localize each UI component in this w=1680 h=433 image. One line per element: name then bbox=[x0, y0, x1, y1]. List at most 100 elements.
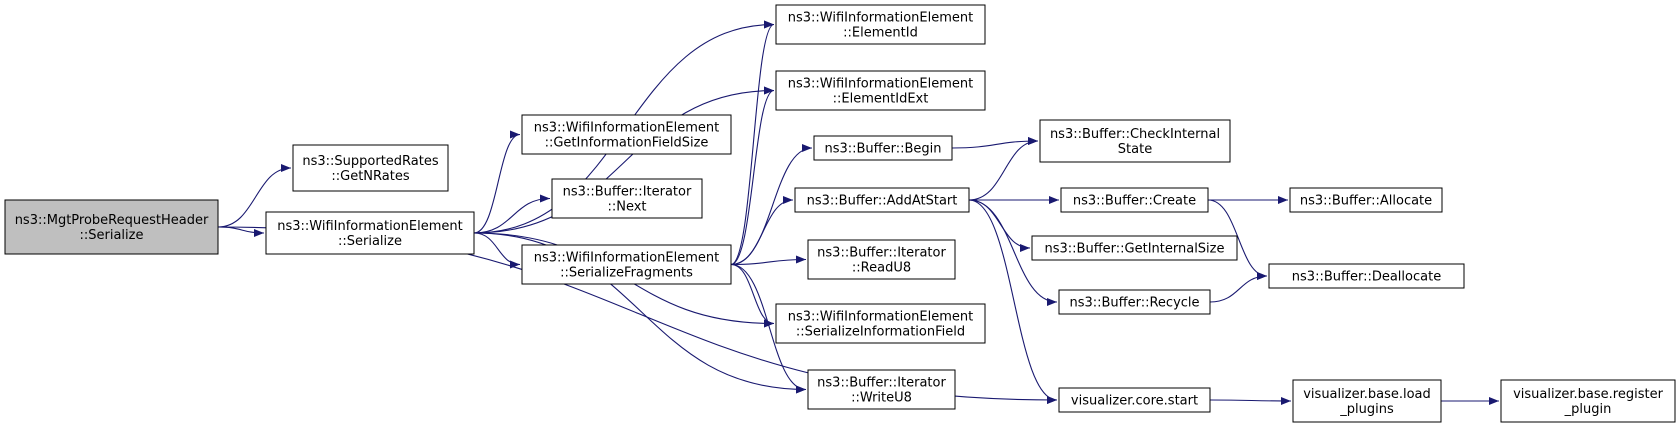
node-label-line: ::Next bbox=[607, 200, 646, 215]
node-iter_writeu8[interactable]: ns3::Buffer::Iterator::WriteU8 bbox=[807, 369, 956, 410]
edge-wie_serialize-to-wie_serializefragments bbox=[473, 232, 521, 269]
node-box bbox=[775, 4, 986, 45]
node-label-line: _plugins bbox=[1339, 402, 1394, 417]
node-buffer_begin[interactable]: ns3::Buffer::Begin bbox=[813, 135, 953, 161]
node-box bbox=[521, 244, 732, 285]
node-wie_serializeinfofield[interactable]: ns3::WifiInformationElement::SerializeIn… bbox=[775, 303, 986, 344]
node-label-line: ns3::Buffer::Begin bbox=[824, 142, 941, 157]
node-box bbox=[551, 178, 703, 219]
node-label-line: ::Serialize bbox=[80, 228, 144, 243]
edge-buffer_recycle-to-buffer_deallocate bbox=[1209, 272, 1268, 303]
node-buffer_allocate[interactable]: ns3::Buffer::Allocate bbox=[1289, 187, 1443, 213]
node-viz_core_start[interactable]: visualizer.core.start bbox=[1058, 387, 1211, 413]
node-wie_serialize[interactable]: ns3::WifiInformationElement::Serialize bbox=[265, 211, 475, 255]
node-label-line: ns3::Buffer::AddAtStart bbox=[807, 194, 958, 209]
node-box bbox=[521, 114, 732, 155]
node-box bbox=[1058, 387, 1211, 413]
node-box bbox=[1289, 187, 1443, 213]
node-box bbox=[775, 303, 986, 344]
edge-wie_serialize-to-iter_next bbox=[473, 194, 551, 234]
node-box bbox=[1500, 379, 1676, 423]
node-box bbox=[813, 135, 953, 161]
node-label-line: ns3::Buffer::Iterator bbox=[563, 185, 692, 200]
node-buffer_addatstart[interactable]: ns3::Buffer::AddAtStart bbox=[794, 187, 970, 213]
edge-buffer_addatstart-to-buffer_getinternalsize bbox=[968, 199, 1031, 252]
node-box bbox=[1039, 119, 1231, 163]
node-box bbox=[1268, 263, 1465, 289]
edge-buffer_addatstart-to-buffer_checkinternal bbox=[968, 137, 1039, 201]
edge-buffer_begin-to-buffer_checkinternal bbox=[951, 137, 1039, 149]
node-wie_serializefragments[interactable]: ns3::WifiInformationElement::SerializeFr… bbox=[521, 244, 732, 285]
node-label-line: ns3::WifiInformationElement bbox=[788, 310, 974, 325]
node-buffer_deallocate[interactable]: ns3::Buffer::Deallocate bbox=[1268, 263, 1465, 289]
edge-wie_serialize-to-wie_elementidext bbox=[473, 86, 775, 234]
node-box bbox=[1031, 235, 1238, 261]
node-label-line: ns3::SupportedRates bbox=[302, 154, 438, 169]
node-mgt_serialize[interactable]: ns3::MgtProbeRequestHeader::Serialize bbox=[4, 199, 219, 255]
node-label-line: visualizer.base.register bbox=[1513, 387, 1664, 402]
node-iter_readu8[interactable]: ns3::Buffer::Iterator::ReadU8 bbox=[807, 239, 956, 280]
node-label-line: ns3::Buffer::Deallocate bbox=[1292, 270, 1441, 285]
edge-wie_serializefragments-to-iter_writeu8 bbox=[730, 263, 807, 394]
node-iter_next[interactable]: ns3::Buffer::Iterator::Next bbox=[551, 178, 703, 219]
edge-wie_serializefragments-to-wie_serializeinfofield bbox=[730, 263, 775, 328]
node-box bbox=[4, 199, 219, 255]
node-wie_getinfofieldsize[interactable]: ns3::WifiInformationElement::GetInformat… bbox=[521, 114, 732, 155]
node-label-line: ::GetNRates bbox=[331, 169, 409, 184]
edge-wie_serialize-to-iter_writeu8 bbox=[473, 232, 807, 394]
node-label-line: ns3::WifiInformationElement bbox=[788, 77, 974, 92]
node-label-line: ::ReadU8 bbox=[852, 261, 911, 276]
node-box bbox=[1060, 187, 1209, 213]
node-label-line: ns3::WifiInformationElement bbox=[277, 219, 463, 234]
edge-buffer_addatstart-to-buffer_recycle bbox=[968, 199, 1058, 306]
node-label-line: _plugin bbox=[1564, 402, 1612, 417]
node-label-line: State bbox=[1118, 142, 1152, 157]
node-label-line: ::ElementId bbox=[843, 26, 918, 41]
node-supported_getnrates[interactable]: ns3::SupportedRates::GetNRates bbox=[292, 144, 449, 192]
node-buffer_getinternalsize[interactable]: ns3::Buffer::GetInternalSize bbox=[1031, 235, 1238, 261]
node-label-line: ns3::Buffer::Recycle bbox=[1069, 296, 1199, 311]
node-buffer_recycle[interactable]: ns3::Buffer::Recycle bbox=[1058, 289, 1211, 315]
edge-wie_serializefragments-to-buffer_addatstart bbox=[730, 196, 794, 266]
edge-wie_serializefragments-to-wie_elementidext bbox=[730, 86, 775, 266]
node-label-line: ns3::WifiInformationElement bbox=[534, 121, 720, 136]
edge-mgt_serialize-to-supported_getnrates bbox=[217, 164, 292, 228]
node-viz_register_plugin[interactable]: visualizer.base.register_plugin bbox=[1500, 379, 1676, 423]
node-label-line: ::Serialize bbox=[338, 234, 402, 249]
node-wie_elementidext[interactable]: ns3::WifiInformationElement::ElementIdEx… bbox=[775, 70, 986, 111]
node-label-line: ::GetInformationFieldSize bbox=[545, 136, 709, 151]
node-label-line: ns3::Buffer::Create bbox=[1073, 194, 1196, 209]
node-label-line: visualizer.base.load bbox=[1303, 387, 1431, 402]
node-label-line: ::SerializeInformationField bbox=[796, 325, 965, 340]
node-label-line: ns3::Buffer::Iterator bbox=[817, 246, 946, 261]
node-label-line: ::WriteU8 bbox=[851, 391, 912, 406]
node-box bbox=[807, 239, 956, 280]
nodes: ns3::MgtProbeRequestHeader::Serializens3… bbox=[4, 4, 1676, 423]
node-box bbox=[794, 187, 970, 213]
node-label-line: visualizer.core.start bbox=[1071, 394, 1198, 409]
edge-wie_serializefragments-to-wie_elementid bbox=[730, 20, 775, 266]
node-wie_elementid[interactable]: ns3::WifiInformationElement::ElementId bbox=[775, 4, 986, 45]
node-box bbox=[775, 70, 986, 111]
edge-wie_serialize-to-wie_getinfofieldsize bbox=[473, 130, 521, 234]
node-label-line: ns3::MgtProbeRequestHeader bbox=[15, 213, 209, 228]
node-label-line: ns3::Buffer::CheckInternal bbox=[1050, 127, 1220, 142]
node-box bbox=[265, 211, 475, 255]
node-box bbox=[1292, 379, 1442, 423]
node-buffer_create[interactable]: ns3::Buffer::Create bbox=[1060, 187, 1209, 213]
node-label-line: ns3::Buffer::GetInternalSize bbox=[1045, 242, 1225, 257]
edge-wie_serializefragments-to-iter_readu8 bbox=[730, 255, 807, 266]
node-box bbox=[807, 369, 956, 410]
node-label-line: ::ElementIdExt bbox=[833, 92, 929, 107]
edge-viz_core_start-to-viz_load_plugins bbox=[1209, 396, 1292, 405]
node-label-line: ns3::Buffer::Iterator bbox=[817, 376, 946, 391]
node-box bbox=[1058, 289, 1211, 315]
node-viz_load_plugins[interactable]: visualizer.base.load_plugins bbox=[1292, 379, 1442, 423]
edge-buffer_addatstart-to-viz_core_start bbox=[968, 199, 1058, 404]
node-box bbox=[292, 144, 449, 192]
node-label-line: ns3::Buffer::Allocate bbox=[1300, 194, 1432, 209]
node-label-line: ::SerializeFragments bbox=[560, 266, 693, 281]
node-label-line: ns3::WifiInformationElement bbox=[534, 251, 720, 266]
